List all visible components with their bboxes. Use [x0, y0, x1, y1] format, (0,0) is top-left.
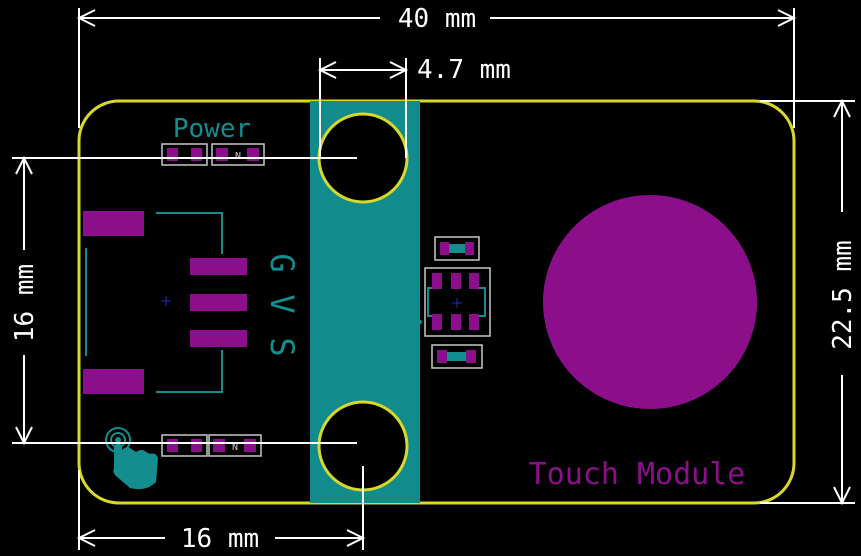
touch-hand-icon: [105, 427, 158, 490]
dim-hole-label: 4.7 mm: [417, 55, 511, 85]
resistor-bottom: [161, 434, 208, 457]
power-label: Power: [173, 114, 251, 144]
led-mark-bottom: N: [232, 442, 238, 453]
led-signal: N: [208, 434, 262, 457]
led-mark: N: [235, 151, 241, 162]
dim-hole-spacing-label: 16 mm: [10, 264, 40, 342]
module-label: Touch Module: [529, 457, 746, 492]
pin-pad-s: [190, 330, 247, 347]
connector-mount-pad-top: [83, 211, 144, 236]
touch-ic: [418, 267, 491, 337]
touch-pad: [543, 195, 757, 409]
pin-label-s: S: [263, 337, 301, 356]
pin-pad-v: [190, 294, 247, 311]
pin-label-v: V: [263, 294, 301, 313]
connector-center-mark: [161, 296, 171, 306]
capacitor-top: [434, 236, 480, 261]
board-outline: [77, 99, 796, 505]
led-power: N: [211, 143, 265, 166]
dim-hole-offset-label: 16 mm: [181, 524, 259, 554]
connector-mount-pad-bottom: [83, 369, 144, 394]
dim-width-label: 40 mm: [398, 4, 476, 34]
dim-height-label: 22.5 mm: [828, 240, 858, 350]
connector-outline: [85, 212, 223, 393]
resistor-top: [161, 143, 208, 166]
capacitor-bottom: [431, 344, 483, 369]
pin-pad-g: [190, 258, 247, 275]
dimension-lines: [12, 8, 855, 550]
pin-label-g: G: [263, 253, 301, 272]
